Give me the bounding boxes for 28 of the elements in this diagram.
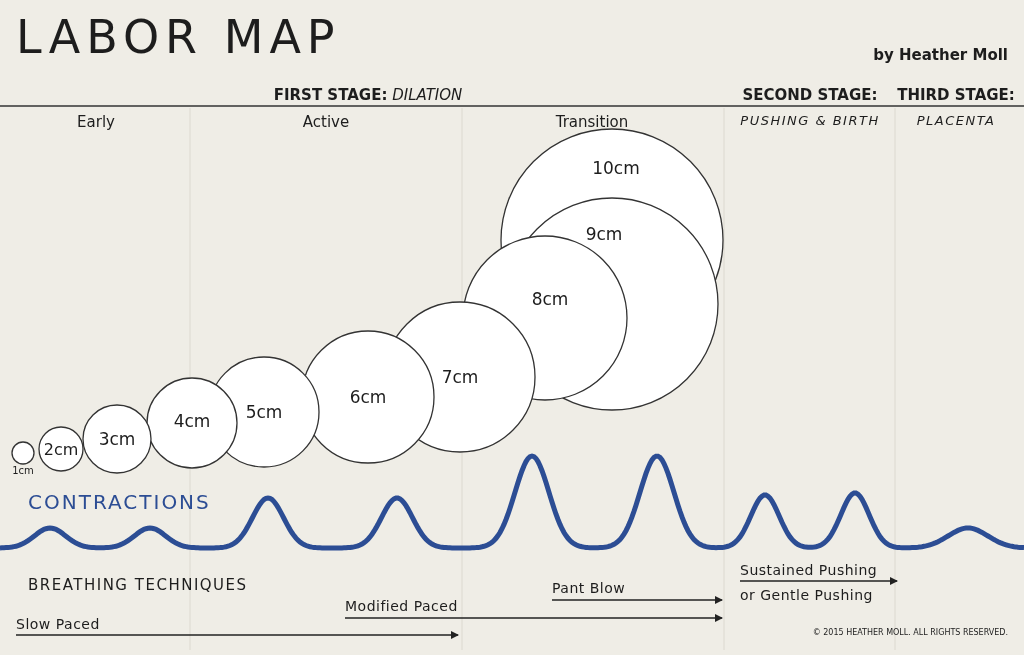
technique-label: or Gentle Pushing	[740, 587, 873, 603]
section-heading: BREATHING TECHNIQUES	[28, 576, 248, 594]
dilation-label: 1cm	[12, 465, 34, 476]
stage-heading: FIRST STAGE: DILATION	[273, 86, 463, 104]
dilation-label: 10cm	[592, 158, 640, 178]
copyright-note: © 2015 HEATHER MOLL. ALL RIGHTS RESERVED.	[812, 628, 1008, 637]
section-heading: CONTRACTIONS	[28, 490, 211, 514]
technique-label: Sustained Pushing	[740, 562, 878, 578]
stage-subtitle: PLACENTA	[916, 113, 996, 128]
dilation-label: 8cm	[531, 289, 569, 309]
dilation-label: 6cm	[349, 387, 387, 407]
dilation-label: 9cm	[585, 224, 623, 244]
dilation-label: 4cm	[173, 411, 211, 431]
stage-subtitle: PUSHING & BIRTH	[740, 113, 880, 128]
phase-label: Transition	[555, 113, 629, 131]
page-title: LABOR MAP	[16, 12, 341, 62]
technique-label: Pant Blow	[552, 580, 626, 596]
author-credit: by Heather Moll	[873, 46, 1008, 64]
stage-heading: SECOND STAGE:	[742, 86, 878, 104]
technique-label: Modified Paced	[345, 598, 458, 614]
dilation-label: 3cm	[98, 429, 136, 449]
phase-label: Active	[302, 113, 350, 131]
dilation-label: 2cm	[43, 439, 79, 459]
dilation-label: 7cm	[441, 367, 479, 387]
stage-heading: THIRD STAGE:	[897, 86, 1015, 104]
phase-label: Early	[77, 113, 115, 131]
technique-label: Slow Paced	[16, 616, 100, 632]
dilation-label: 5cm	[245, 402, 283, 422]
